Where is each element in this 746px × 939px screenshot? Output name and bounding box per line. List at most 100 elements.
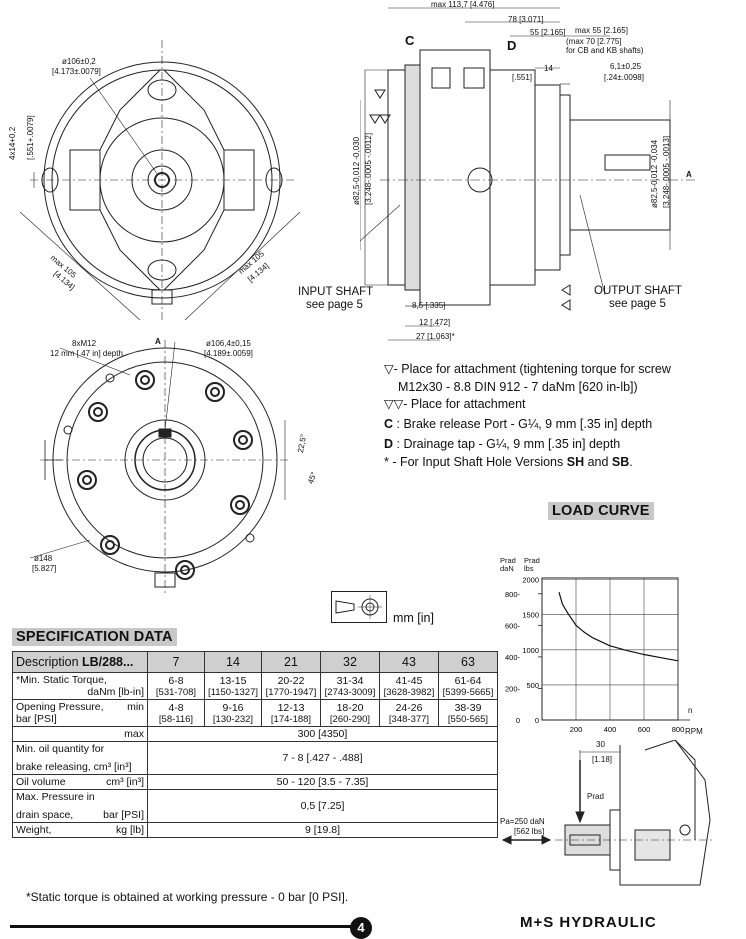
prad-label: Prad bbox=[587, 792, 604, 801]
side-dia-right-in: [3.248-.0005 -.0013] bbox=[662, 135, 671, 208]
spec-size: 7 bbox=[147, 651, 205, 673]
side-label-a: A bbox=[686, 170, 692, 179]
value-in: [550-565] bbox=[447, 713, 489, 725]
spec-row-torque: *Min. Static Torque,daNm [lb-in] 6-8[531… bbox=[12, 672, 498, 700]
side-len14-in: [.551] bbox=[512, 73, 533, 82]
projection-symbol-icon bbox=[331, 591, 387, 623]
spec-drain-val: 0,5 [7.25] bbox=[147, 789, 498, 823]
torque-unit: daNm [lb-in] bbox=[87, 686, 144, 698]
x-tick-label: 800 bbox=[672, 725, 685, 734]
notes-block: ▽- Place for attachment (tightening torq… bbox=[384, 361, 714, 471]
y-tick-label: 800- bbox=[505, 590, 521, 599]
spec-cell: 61-64[5399-5665] bbox=[438, 672, 498, 700]
note-5-b: SH bbox=[566, 454, 585, 469]
value: 13-15 bbox=[219, 674, 247, 687]
side-len27: 27 [1.063]* bbox=[416, 332, 455, 341]
spec-cell: 4-8[58-116] bbox=[147, 699, 205, 727]
note-attachment-screw-2: M12x30 - 8.8 DIN 912 - 7 daNm [620 in-lb… bbox=[398, 379, 638, 394]
oil-min-unit: cm³ [in³] bbox=[93, 761, 132, 773]
spec-row-opening-max: max 300 [4350] bbox=[12, 726, 498, 742]
spec-torque-label: *Min. Static Torque,daNm [lb-in] bbox=[12, 672, 148, 700]
side-len61-in: [.24±.0098] bbox=[604, 73, 644, 82]
value: 38-39 bbox=[454, 701, 482, 714]
weight-unit: kg [lb] bbox=[115, 824, 144, 836]
triangle-symbol: ▽ bbox=[384, 362, 394, 376]
value-in: [1770-1947] bbox=[265, 686, 317, 698]
spec-head-label: Description bbox=[16, 655, 82, 669]
value: 31-34 bbox=[336, 674, 364, 687]
bearing-load-diagram bbox=[501, 740, 715, 886]
chart-y-right-label: Prad lbs bbox=[524, 556, 540, 573]
x-tick-label: 400 bbox=[604, 725, 617, 734]
open-label-1: Opening Pressure, bbox=[16, 701, 104, 713]
rear-dia-outer: ø148 bbox=[34, 554, 53, 563]
chart-x-unit: RPM bbox=[685, 727, 703, 736]
value: 61-64 bbox=[454, 674, 482, 687]
double-triangle-symbol: ▽▽ bbox=[384, 397, 404, 411]
rear-view-drawing bbox=[29, 340, 290, 595]
side-max-len: max 113,7 [4.476] bbox=[431, 0, 495, 9]
spec-cell: 31-34[2743-3009] bbox=[320, 672, 380, 700]
spec-size: 43 bbox=[379, 651, 439, 673]
spec-cell: 20-22[1770-1947] bbox=[261, 672, 321, 700]
load-curve-line bbox=[558, 592, 679, 662]
side-len14: 14 bbox=[544, 64, 553, 73]
front-side-dim-in: [.551+.0079] bbox=[26, 115, 35, 160]
footer-rule bbox=[10, 925, 355, 928]
value-in: [130-232] bbox=[212, 713, 254, 725]
side-label-d: D bbox=[507, 38, 517, 53]
note-attachment-screw: ▽- Place for attachment (tightening torq… bbox=[384, 361, 714, 379]
y-origin-label: 0 bbox=[516, 716, 520, 725]
y-tick-label: 400- bbox=[505, 653, 521, 662]
spec-weight-val: 9 [19.8] bbox=[147, 822, 498, 838]
value-in: [348-377] bbox=[388, 713, 430, 725]
side-max70-note: for CB and KB shafts) bbox=[566, 46, 644, 55]
spec-footnote: *Static torque is obtained at working pr… bbox=[26, 890, 349, 904]
y-tick-label: 200- bbox=[505, 684, 521, 693]
spec-row-weight: Weight,kg [lb] 9 [19.8] bbox=[12, 822, 498, 838]
value-in: [2743-3009] bbox=[324, 686, 376, 698]
spec-oil-vol-val: 50 - 120 [3.5 - 7.35] bbox=[147, 774, 498, 790]
load-curve-title: LOAD CURVE bbox=[548, 502, 654, 520]
note-brake-port: C : Brake release Port - G¼, 9 mm [.35 i… bbox=[384, 416, 714, 434]
rear-dia-bolt: ø106,4±0,15 bbox=[206, 339, 251, 348]
spec-open-max: max bbox=[12, 726, 148, 742]
y2-origin-label: 0 bbox=[535, 716, 539, 725]
spec-cell: 38-39[550-565] bbox=[438, 699, 498, 727]
value: 9-16 bbox=[222, 701, 244, 714]
chart-y-left-label: Prad daN bbox=[500, 556, 516, 573]
note-shaft-versions: * - For Input Shaft Hole Versions SH and… bbox=[384, 454, 714, 472]
value: 18-20 bbox=[336, 701, 364, 714]
open-label-2: bar [PSI] bbox=[16, 713, 57, 725]
side-len61: 6,1±0,25 bbox=[610, 62, 642, 71]
note-3: : Brake release Port - G¼, 9 mm [.35 in]… bbox=[396, 416, 653, 431]
rear-dia-outer-in: [5.827] bbox=[32, 564, 57, 573]
note-attachment: ▽▽- Place for attachment bbox=[384, 396, 714, 414]
rear-dia-bolt-in: [4.189±.0059] bbox=[204, 349, 253, 358]
oil-vol-label: Oil volume bbox=[16, 776, 66, 788]
y2-tick-label: 2000 bbox=[522, 576, 539, 585]
value-in: [1150-1327] bbox=[208, 686, 259, 698]
input-shaft-see: see page 5 bbox=[306, 299, 363, 311]
spec-title: SPECIFICATION DATA bbox=[12, 628, 177, 646]
y2-tick-label: 1000 bbox=[522, 646, 539, 655]
value-in: [531-708] bbox=[155, 686, 197, 698]
value-in: [58-116] bbox=[158, 713, 194, 725]
note-5-c: and bbox=[584, 454, 612, 469]
y2-tick-label: 500 bbox=[526, 681, 539, 690]
spec-header-row: Description LB/288... 7 14 21 32 43 63 bbox=[12, 651, 498, 673]
dim-30: 30 bbox=[596, 740, 605, 749]
note-key-c: C bbox=[384, 416, 394, 431]
torque-label: *Min. Static Torque, bbox=[16, 674, 107, 686]
side-dia-right: ø82,5-0,012 -0,034 bbox=[650, 139, 659, 208]
rear-label-a: A bbox=[155, 337, 161, 346]
oil-min-label-1: Min. oil quantity for bbox=[16, 743, 105, 755]
front-dia-top: ø106±0,2 bbox=[62, 57, 96, 66]
spec-cell: 6-8[531-708] bbox=[147, 672, 205, 700]
